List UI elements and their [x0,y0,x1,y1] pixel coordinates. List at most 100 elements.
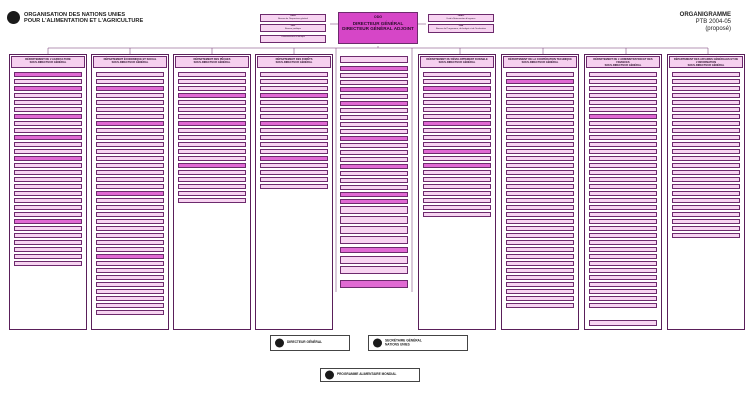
division-box [506,86,574,91]
box-code: OEKO [457,15,465,17]
division-box [260,163,328,168]
division-box [672,100,740,105]
division-box [14,240,82,245]
bottom-dg-box: DIRECTEUR GÉNÉRAL [270,335,350,351]
division-box [178,93,246,98]
dept-header: DÉPARTEMENT DE LA COOPÉRATION TECHNIQUE … [503,56,577,68]
top-left-box-2: LEG Bureau juridique [260,24,326,32]
division-box [423,135,491,140]
dept-subtitle: SOUS-DIRECTEUR GÉNÉRAL [193,61,231,64]
org-line2: POUR L'ALIMENTATION ET L'AGRICULTURE [24,18,144,25]
odg-unit [340,56,408,63]
division-box [589,107,657,112]
division-box [14,184,82,189]
division-box [672,86,740,91]
box-label: Bureau du Programme, du budget et de l'é… [435,27,487,30]
odg-unit [340,236,408,244]
fao-logo-icon [7,11,20,24]
dept-title: DÉPARTEMENT DES PÊCHES [193,58,231,61]
odg-unit [340,171,408,176]
division-box [589,261,657,266]
division-box [589,142,657,147]
division-box [506,240,574,245]
division-box [260,107,328,112]
division-box [178,135,246,140]
division-box [178,128,246,133]
division-box [260,128,328,133]
division-box [506,191,574,196]
division-box [423,184,491,189]
division-box [423,100,491,105]
division-box [672,163,740,168]
division-box [506,163,574,168]
division-box [260,114,328,119]
division-box [260,156,328,161]
dept-subtitle: SOUS-DIRECTEUR GÉNÉRAL [275,61,313,64]
odg-unit [340,143,408,148]
division-box [96,240,164,245]
division-box [423,191,491,196]
sg-line2: NATIONS UNIES [385,342,410,346]
dept-title: DÉPARTEMENT DES AFFAIRES GÉNÉRALES ET DE… [673,58,739,64]
dept-agriculture: DÉPARTEMENT DE L'AGRICULTURE SOUS-DIRECT… [9,54,87,330]
division-box [96,170,164,175]
box-code: OIGD [290,15,296,17]
division-box [178,142,246,147]
division-box [589,72,657,77]
dept-subtitle: SOUS-DIRECTEUR GÉNÉRAL [687,64,725,67]
division-box [260,142,328,147]
division-box [96,128,164,133]
wfp-logo-icon [325,370,334,380]
division-box [506,198,574,203]
division-box [589,282,657,287]
bottom-sg-box: SECRÉTAIRE GÉNÉRAL NATIONS UNIES [368,335,468,351]
bottom-pam-box: PROGRAMME ALIMENTAIRE MONDIAL [320,368,420,382]
division-box [178,114,246,119]
top-left-box-1: OIGD Bureau de l'Inspecteur général [260,14,326,22]
division-box [589,219,657,224]
division-box [96,149,164,154]
division-box [96,296,164,301]
dept-title: DÉPARTEMENT DE LA COOPÉRATION TECHNIQUE [508,58,572,61]
organisation-title: ORGANISATION DES NATIONS UNIES POUR L'AL… [24,12,143,25]
division-box [589,247,657,252]
division-box [260,135,328,140]
division-box [178,72,246,77]
division-box [96,93,164,98]
division-box [260,72,328,77]
dept-title: DÉPARTEMENT DES FORÊTS [275,58,313,61]
odg-unit [340,129,408,134]
division-box [96,79,164,84]
division-box [589,121,657,126]
division-box [14,149,82,154]
division-box [96,163,164,168]
division-box [423,79,491,84]
odg-unit [340,66,408,71]
division-box [96,184,164,189]
division-box [672,219,740,224]
odg-unit [340,216,408,224]
division-box [96,268,164,273]
division-box [178,184,246,189]
box-label: Unité d'Intervention d'urgence [446,17,476,20]
odg-unit [340,226,408,234]
dg-line2: DIRECTEUR GÉNÉRAL ADJOINT [342,26,414,32]
division-box [260,184,328,189]
division-box [423,177,491,182]
division-box [178,163,246,168]
division-box [260,86,328,91]
division-box [96,226,164,231]
division-box [506,219,574,224]
division-box [589,114,657,119]
division-box [506,114,574,119]
chart-subtitle-2: (proposé) [705,25,731,32]
division-box [506,100,574,105]
division-box [260,177,328,182]
dept-subtitle: SOUS-DIRECTEUR GÉNÉRAL [438,61,476,64]
division-box [589,320,657,326]
chart-title: ORGANIGRAMME [679,12,731,18]
division-box [589,163,657,168]
division-box [589,240,657,245]
division-box [96,107,164,112]
